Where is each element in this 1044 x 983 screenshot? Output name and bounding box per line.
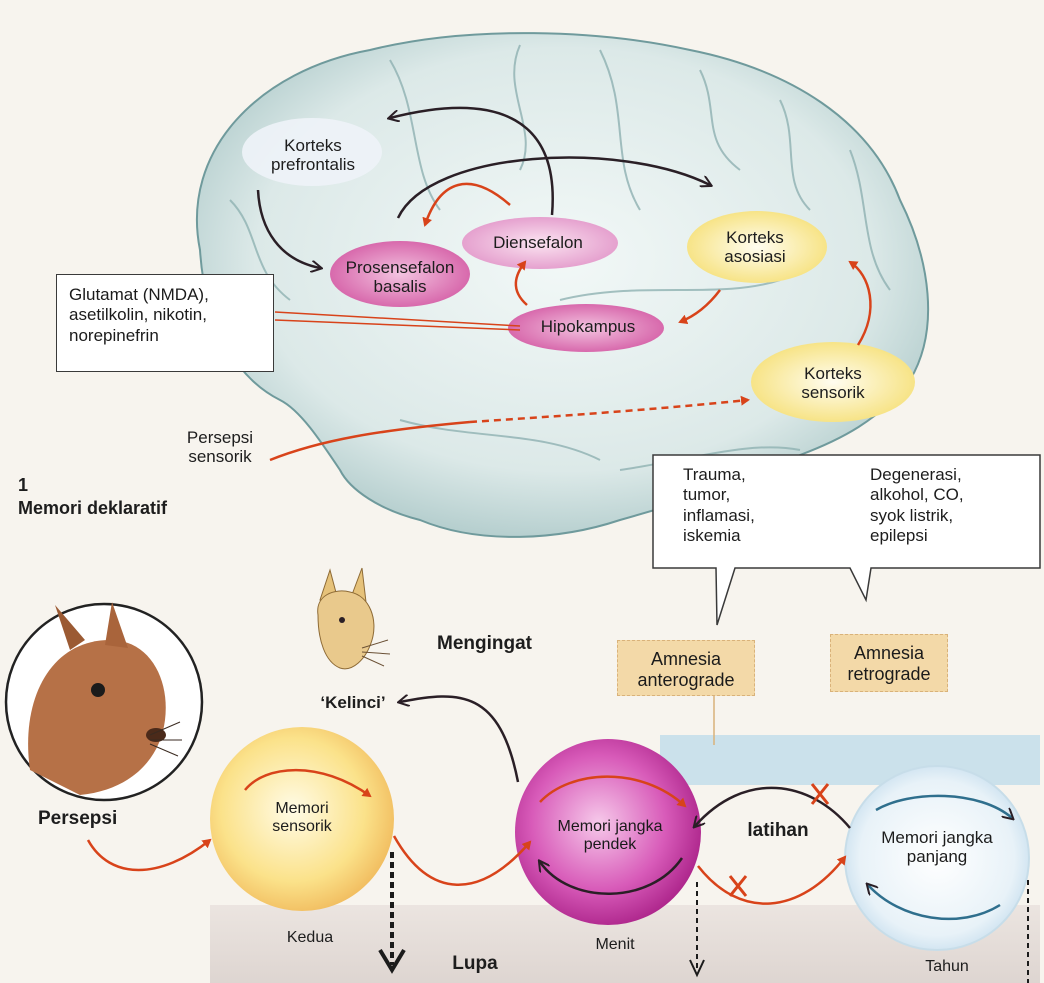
- forget-label: Lupa: [440, 953, 510, 974]
- seconds-timescale-label: Kedua: [275, 929, 345, 947]
- section-number: 1: [18, 475, 28, 495]
- perception-label: Persepsi: [38, 808, 117, 829]
- recall-label: Mengingat: [437, 633, 532, 654]
- anterograde-causes: Trauma,tumor, inflamasi,iskemia: [683, 465, 755, 547]
- retrograde-causes: Degenerasi,alkohol, CO, syok listrik,epi…: [870, 465, 964, 547]
- hippocampus-label: Hipokampus: [528, 317, 648, 336]
- minutes-timescale-label: Menit: [580, 936, 650, 954]
- years-timescale-label: Tahun: [912, 958, 982, 976]
- section-title: Memori deklaratif: [18, 498, 167, 518]
- practice-label: latihan: [738, 820, 818, 841]
- neurotransmitter-box: Glutamat (NMDA), asetilkolin, nikotin, n…: [56, 274, 274, 372]
- rabbit-word-label: ‘Kelinci’: [298, 693, 408, 712]
- rabbit-head-sketch: [318, 568, 390, 669]
- diencephalon-label: Diensefalon: [478, 233, 598, 252]
